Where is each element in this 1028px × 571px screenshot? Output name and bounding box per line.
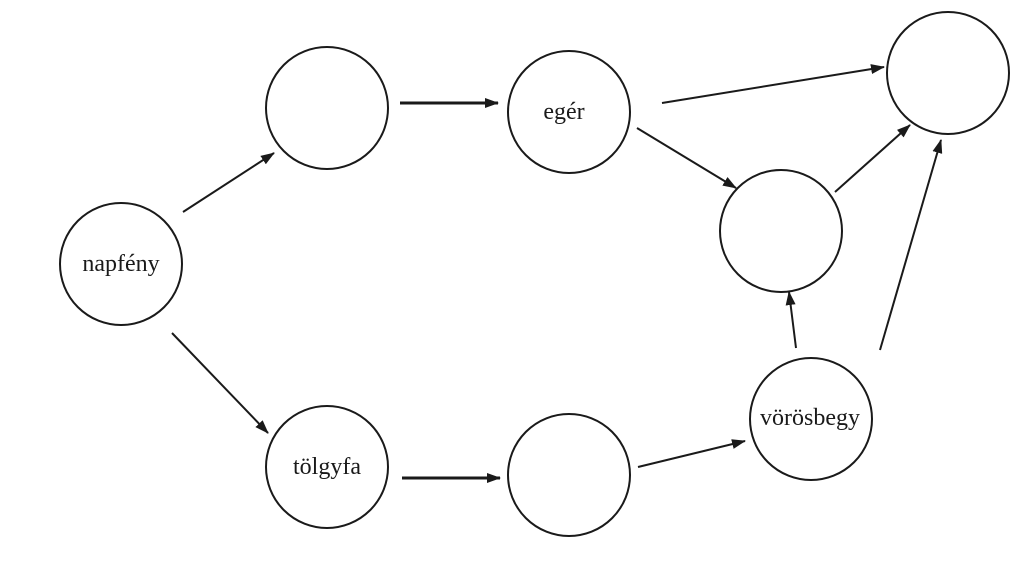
edge-mid-predator-to-top-predator — [834, 124, 911, 193]
nodes-layer: napfény egér tölgyfa vörösbe — [59, 11, 1010, 537]
edge-napfeny-to-producer-top — [182, 152, 275, 213]
node-top-predator-circle — [886, 11, 1010, 135]
node-napfeny: napfény — [59, 202, 183, 326]
node-eger-label: egér — [543, 99, 584, 125]
edge-vorosbegy-to-top-predator — [879, 139, 943, 351]
node-eger: egér — [507, 50, 631, 174]
edge-vorosbegy-to-mid-predator — [785, 291, 797, 349]
edge-consumer-bottom-to-vorosbegy — [637, 439, 746, 468]
node-top-predator — [886, 11, 1010, 135]
node-producer-top-circle — [265, 46, 389, 170]
node-consumer-bottom-circle — [507, 413, 631, 537]
node-producer-top — [265, 46, 389, 170]
node-eger-circle — [507, 50, 631, 174]
node-vorosbegy-circle — [749, 357, 873, 481]
node-mid-predator — [719, 169, 843, 293]
node-napfeny-label: napfény — [82, 251, 159, 277]
node-mid-predator-circle — [719, 169, 843, 293]
edge-napfeny-to-tolgyfa — [171, 332, 269, 434]
edges-layer — [171, 64, 943, 483]
edge-eger-to-top-predator — [661, 64, 885, 104]
node-vorosbegy: vörösbegy — [749, 357, 873, 481]
node-tolgyfa-label: tölgyfa — [293, 454, 361, 480]
node-napfeny-circle — [59, 202, 183, 326]
edge-eger-to-mid-predator — [636, 127, 737, 189]
node-tolgyfa: tölgyfa — [265, 405, 389, 529]
node-tolgyfa-circle — [265, 405, 389, 529]
node-vorosbegy-label: vörösbegy — [760, 405, 860, 431]
node-consumer-bottom — [507, 413, 631, 537]
